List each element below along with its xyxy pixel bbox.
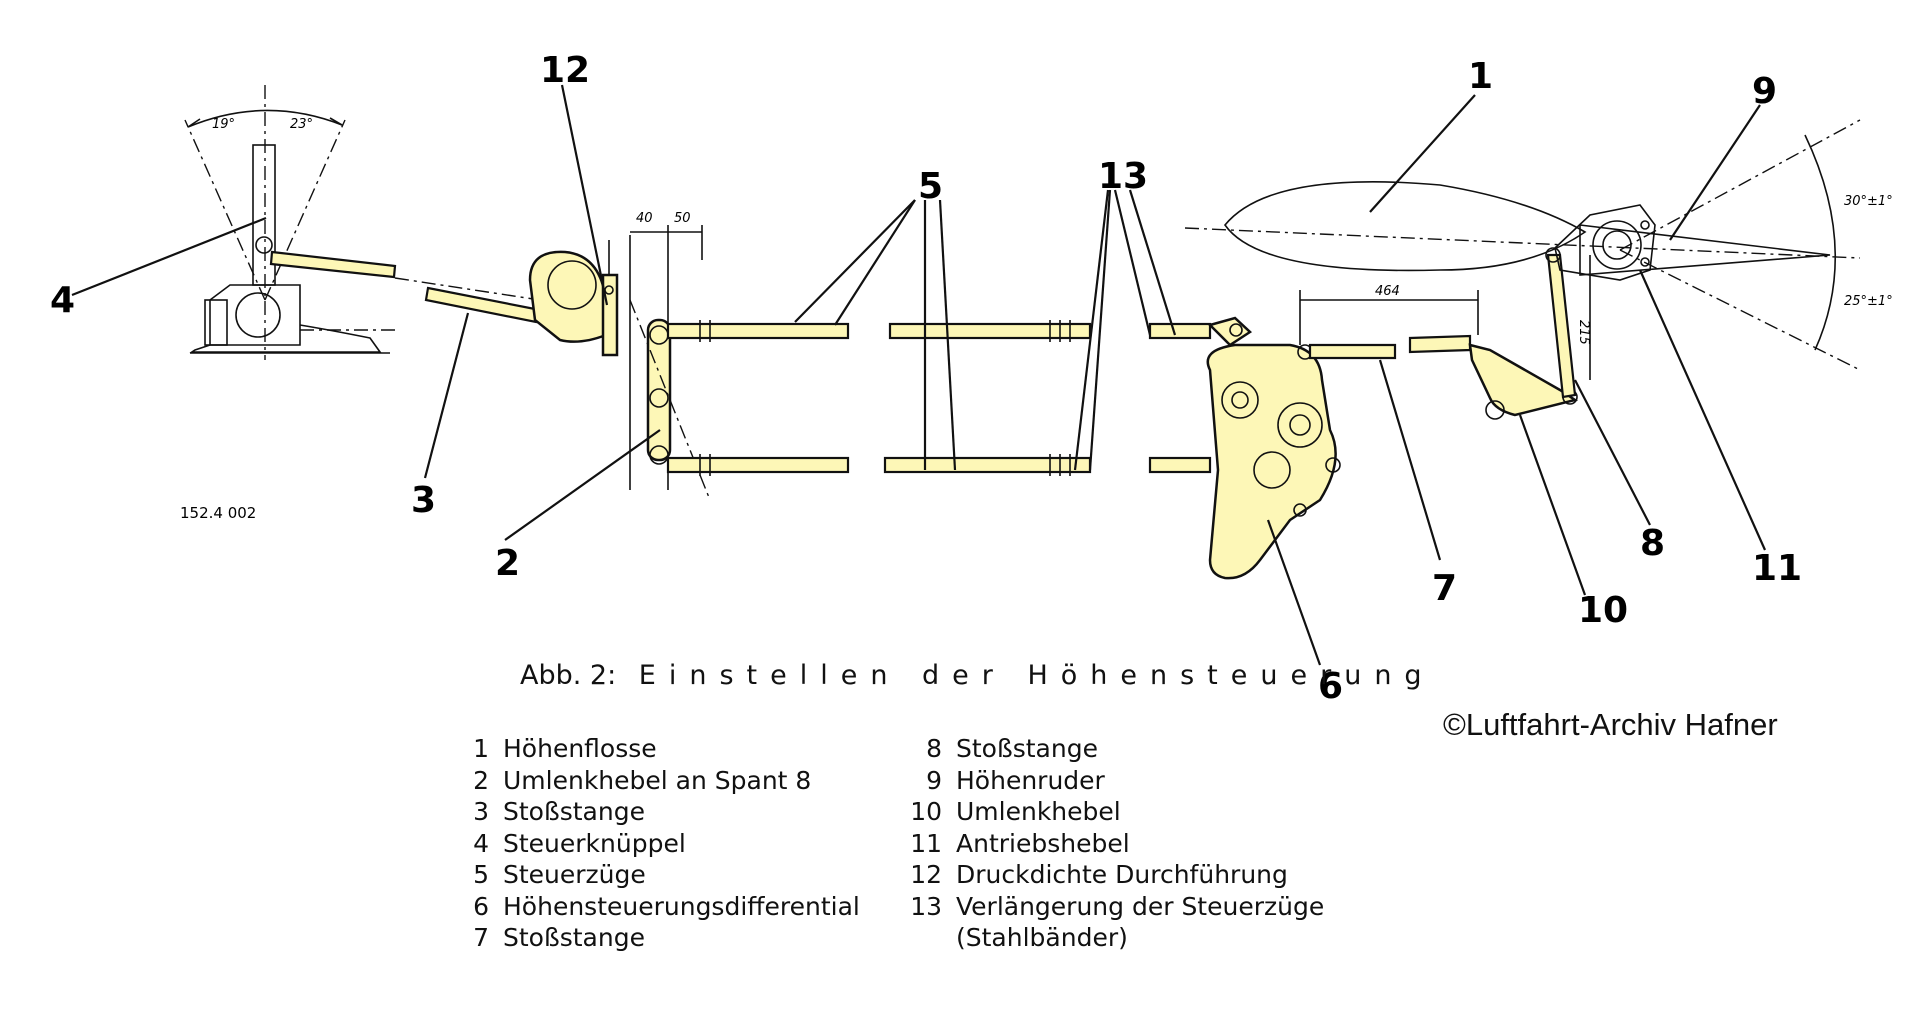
callout-9: 9 xyxy=(1752,71,1777,112)
push-rod-8: 215 xyxy=(1545,247,1591,399)
caption-prefix: Abb. 2: xyxy=(520,660,617,691)
dim-40-label: 40 xyxy=(636,211,653,226)
callout-12: 12 xyxy=(540,50,590,91)
horizontal-stabilizer xyxy=(1184,181,1861,272)
angle-23-label: 23° xyxy=(290,117,313,132)
callout-1: 1 xyxy=(1468,56,1493,97)
callout-7: 7 xyxy=(1432,568,1457,609)
push-rod-3 xyxy=(424,286,542,324)
copyright-notice: ©Luftfahrt-Archiv Hafner xyxy=(1443,707,1778,742)
elevator-control-diagram: 19° 23° 40 50 xyxy=(50,50,1893,700)
control-cables-upper xyxy=(666,320,1212,342)
callout-4: 4 xyxy=(50,280,75,321)
reference-numbers: 1 2 3 4 5 6 7 8 9 10 11 12 13 xyxy=(50,50,1802,700)
bellcrank-frame-8: 40 50 xyxy=(629,211,711,501)
callout-5: 5 xyxy=(918,166,943,207)
leader-lines xyxy=(71,84,1767,666)
callout-8: 8 xyxy=(1640,523,1665,564)
callout-11: 11 xyxy=(1752,548,1802,589)
pressure-feedthrough xyxy=(528,240,619,357)
dim-50-label: 50 xyxy=(674,211,691,226)
callout-10: 10 xyxy=(1578,590,1628,631)
push-rod-7: 464 xyxy=(1297,284,1479,360)
callout-3: 3 xyxy=(411,480,436,521)
callout-6: 6 xyxy=(1318,666,1343,700)
figure-caption: Abb. 2: Einstellen der Höhensteuerung xyxy=(520,660,1435,691)
elevator-differential xyxy=(1206,316,1341,580)
elevator: 30°±1° 25°±1° xyxy=(1579,119,1893,371)
dim-464-label: 464 xyxy=(1375,284,1400,299)
caption-title: Einstellen der Höhensteuerung xyxy=(638,660,1435,691)
control-stick-assembly: 19° 23° xyxy=(184,85,400,360)
angle-up-label: 30°±1° xyxy=(1844,194,1893,209)
callout-2: 2 xyxy=(495,543,520,584)
angle-down-label: 25°±1° xyxy=(1844,294,1893,309)
drawing-number: 152.4 002 xyxy=(180,504,256,522)
callout-13: 13 xyxy=(1098,156,1148,197)
angle-19-label: 19° xyxy=(212,117,235,132)
dim-215-label: 215 xyxy=(1576,320,1591,345)
control-cables-lower xyxy=(666,454,1212,476)
drive-lever xyxy=(1554,204,1656,281)
legend-item-continuation: (Stahlbänder) xyxy=(956,923,1128,952)
